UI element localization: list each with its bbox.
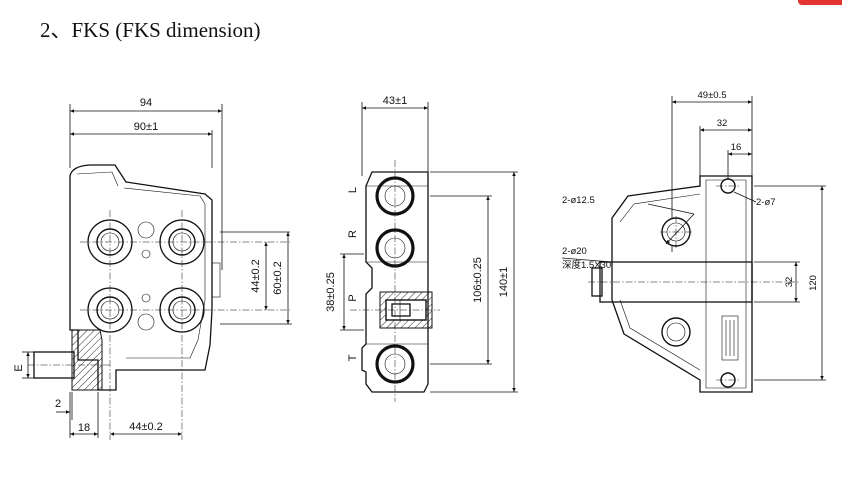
page-title: 2、FKS (FKS dimension) (40, 18, 261, 42)
side-view: 43±1 L R P T 38±0.25 106±0.25 (325, 95, 518, 402)
port-label-l: L (347, 187, 359, 193)
dim-rear-width: 49±0.5 (698, 90, 727, 101)
dim-body-width: 90±1 (134, 121, 158, 133)
rear-view: 49±0.5 32 16 2-ø12.5 2- (561, 90, 826, 393)
callout-bore-depth: 深度1.5X30 (562, 259, 611, 271)
callout-hole-large: 2-ø12.5 (562, 195, 595, 206)
dim-port-height: 38±0.25 (325, 272, 337, 312)
front-view: 94 90±1 (13, 97, 292, 440)
dim-shaft-length: 18 (78, 422, 90, 434)
callout-hole-small: 2-ø7 (756, 197, 776, 208)
accent-corner (798, 0, 842, 5)
dim-shaft-label: E (13, 364, 25, 371)
callout-hole-bore: 2-ø20 (562, 246, 587, 257)
dim-outer-spacing: 60±0.2 (272, 261, 284, 295)
dim-bottom-spacing: 44±0.2 (129, 421, 163, 433)
dim-side-height: 140±1 (498, 267, 510, 298)
dim-port-span: 106±0.25 (472, 257, 484, 303)
dim-hole-offset: 32 (717, 118, 728, 129)
dim-small-offset: 16 (731, 142, 742, 153)
dim-shaft-step: 2 (55, 398, 61, 410)
dim-overall-width: 94 (140, 97, 152, 109)
port-label-r: R (347, 230, 359, 238)
port-label-p: P (347, 294, 359, 301)
port-label-t: T (347, 354, 359, 361)
dim-rear-height: 120 (808, 275, 819, 291)
dim-center-height: 32 (784, 277, 795, 288)
dim-side-width: 43±1 (383, 95, 407, 107)
dim-inner-spacing: 44±0.2 (250, 259, 262, 293)
